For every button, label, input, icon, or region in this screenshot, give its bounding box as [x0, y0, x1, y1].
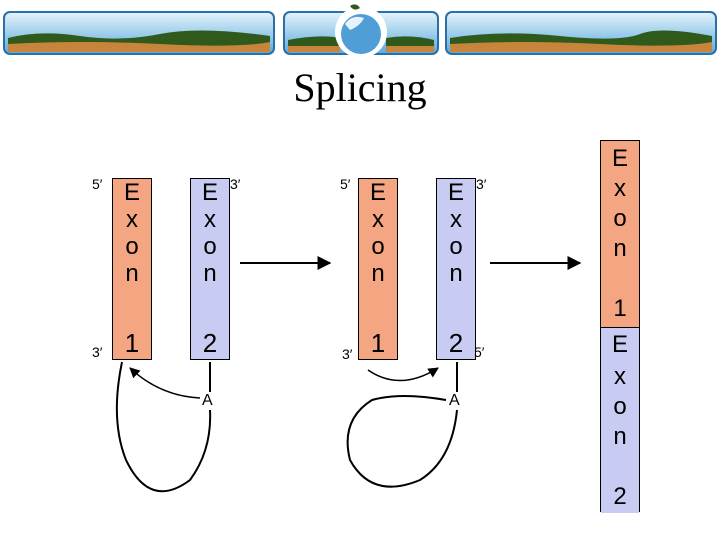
exon-letter: E — [447, 179, 464, 206]
exon-number: 2 — [202, 328, 218, 358]
exon2-box-stage1: E x o n 2 — [190, 178, 230, 360]
exon-letter: n — [449, 260, 463, 287]
exon-letter: n — [371, 260, 385, 287]
exon-letter: x — [125, 206, 138, 233]
exon2-segment — [601, 327, 639, 513]
exon-letter: x — [614, 363, 626, 390]
exon-letter: o — [203, 233, 217, 260]
exon-letter: o — [613, 393, 627, 420]
exon-number: 2 — [613, 483, 627, 510]
branch-point-label: A — [449, 392, 460, 409]
exon1-box-stage2: E x o n 1 — [358, 178, 398, 360]
label-5prime: 5′ — [92, 176, 103, 192]
exon-letter: n — [613, 235, 627, 262]
exon-letter: E — [123, 179, 140, 206]
exon-letter: E — [611, 145, 628, 172]
exon-letter: o — [371, 233, 385, 260]
exon-letter: x — [449, 206, 462, 233]
exon-letter: E — [611, 331, 628, 358]
page-title: Splicing — [293, 65, 427, 110]
label-3prime: 3′ — [342, 346, 353, 362]
exon-letter: E — [201, 179, 218, 206]
label-3prime: 3′ — [230, 176, 241, 192]
exon-letter: E — [369, 179, 386, 206]
exon-letter: x — [371, 206, 384, 233]
exon-number: 1 — [124, 328, 140, 358]
exon-number: 1 — [370, 328, 386, 358]
exon1-box-stage1: E x o n 1 — [112, 178, 152, 360]
lariat-loop-stage2 — [346, 395, 458, 488]
exon-letter: n — [125, 260, 139, 287]
exon-number: 1 — [613, 295, 627, 322]
exon2-box-stage2: E x o n 2 — [436, 178, 476, 360]
exon-number: 2 — [448, 328, 464, 358]
exon-letter: n — [203, 260, 217, 287]
label-5prime: 5′ — [340, 176, 351, 192]
header-banner — [3, 4, 717, 58]
exon-letter: x — [203, 206, 216, 233]
branch-point-label: A — [202, 392, 213, 409]
exon-letter: n — [613, 423, 627, 450]
label-3prime: 3′ — [476, 176, 487, 192]
exon-letter: o — [613, 205, 627, 232]
label-3prime: 3′ — [92, 344, 103, 360]
intron-loop-stage1 — [115, 361, 212, 493]
attack-arrow-stage1 — [129, 367, 201, 399]
exon-letter: o — [125, 233, 139, 260]
exon1-segment — [601, 141, 639, 327]
exon-letter: o — [449, 233, 463, 260]
cleavage-arrow-stage2 — [367, 367, 439, 382]
spliced-exons-box: E x o n 1 E x o n 2 — [600, 140, 640, 513]
label-5prime: 5′ — [474, 344, 485, 360]
exon-letter: x — [614, 175, 626, 202]
